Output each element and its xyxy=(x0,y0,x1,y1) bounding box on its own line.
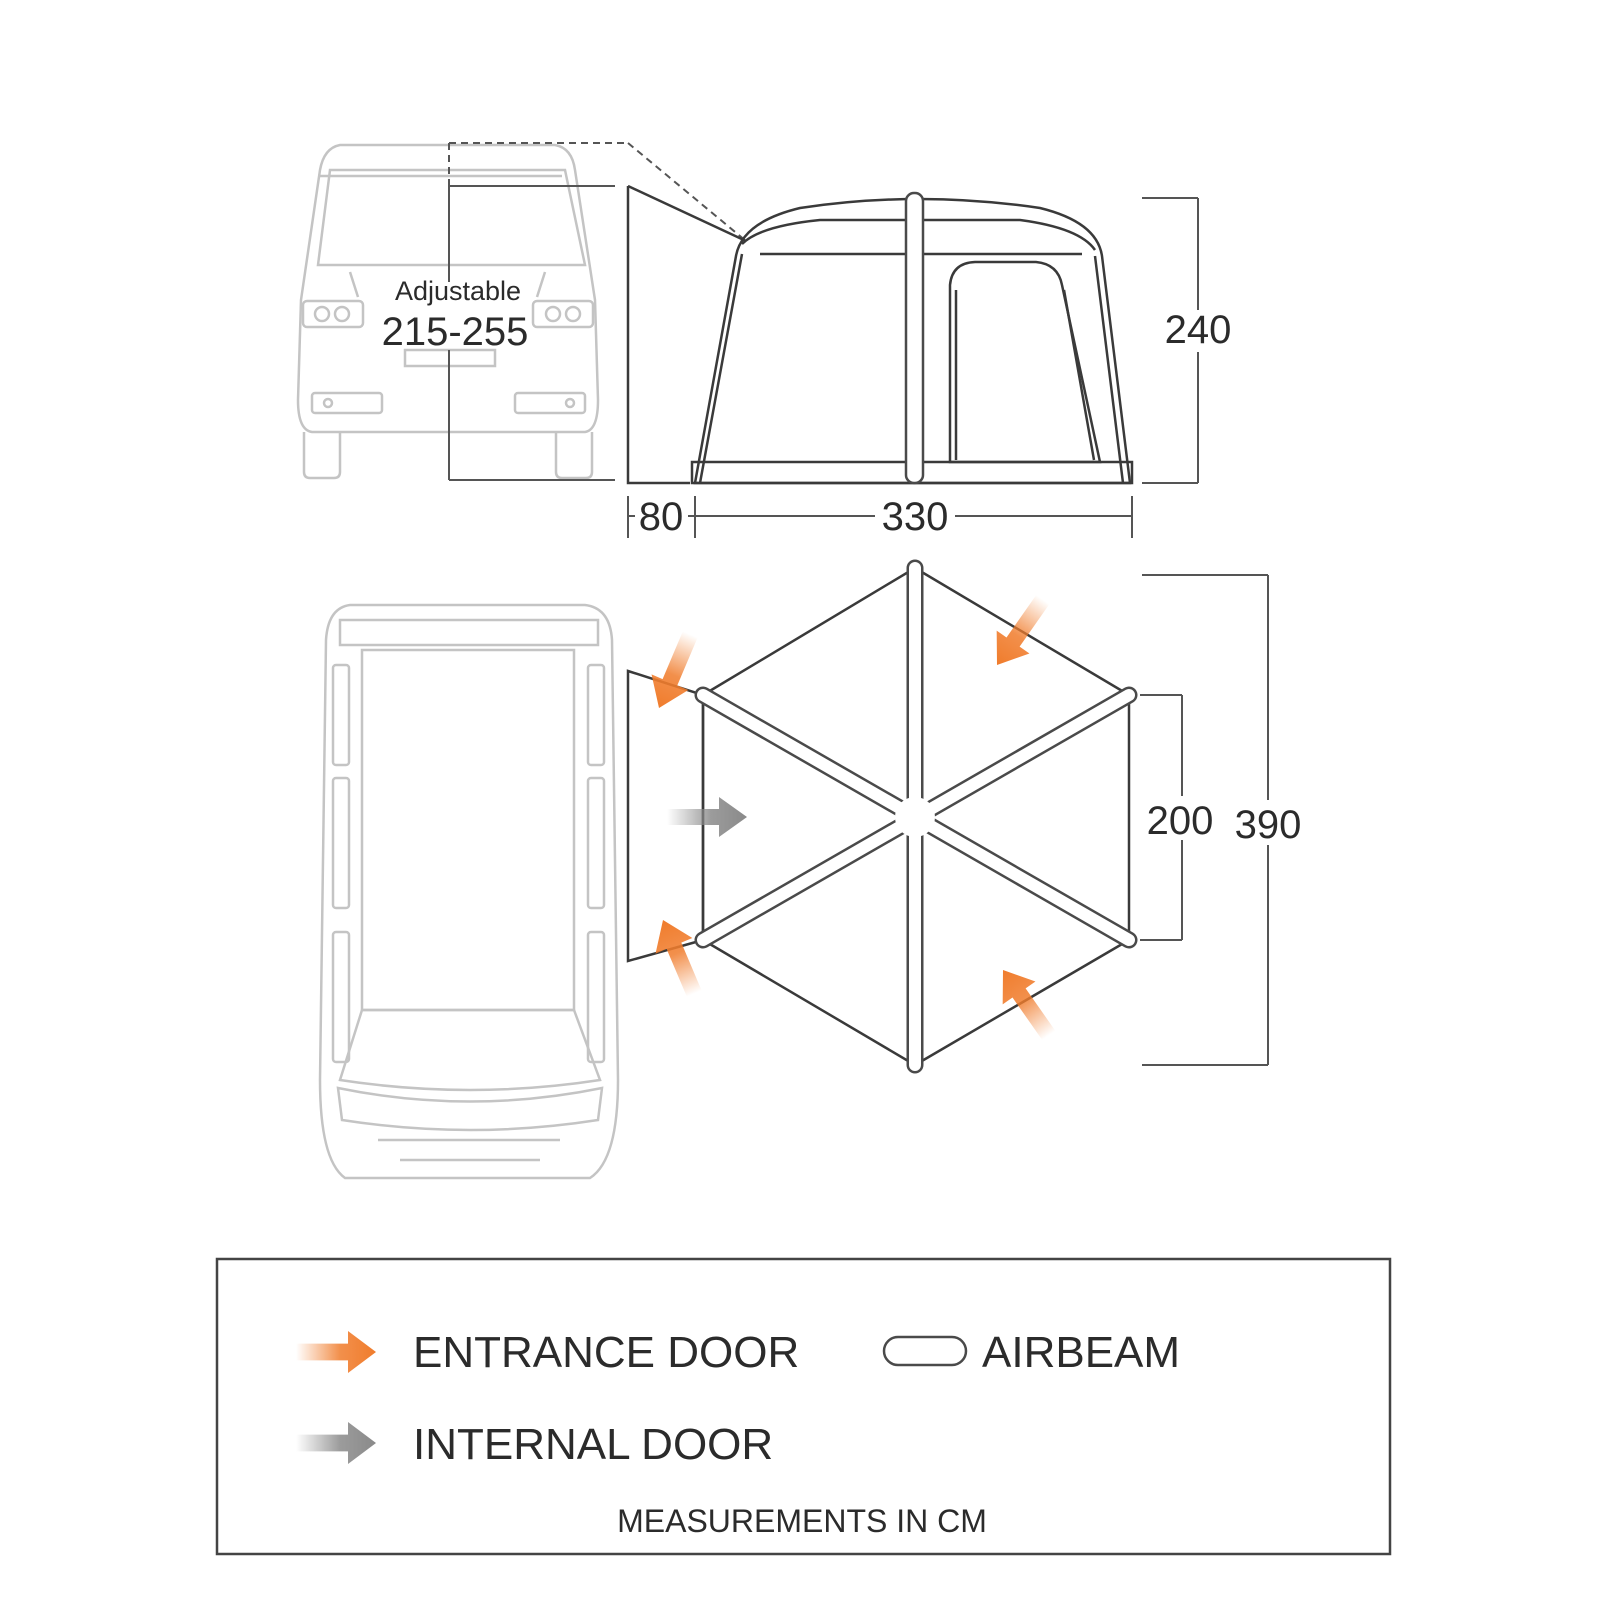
legend-airbeam-label: AIRBEAM xyxy=(982,1328,1180,1377)
adjustable-height-dimension xyxy=(448,142,747,481)
entrance-door-arrow-3 xyxy=(980,587,1060,677)
legend-airbeam-icon xyxy=(882,1335,968,1367)
connector-tunnel-side xyxy=(626,184,747,485)
internal-door-arrow xyxy=(667,797,747,837)
plan-view: 200 390 xyxy=(318,559,1302,1180)
legend-internal-arrow-icon xyxy=(296,1422,376,1464)
connector-length-value: 80 xyxy=(639,495,684,539)
inner-width-dimension xyxy=(1140,694,1183,941)
van-top-illustration xyxy=(318,603,620,1180)
airbeams-plan xyxy=(694,559,1138,1074)
entrance-door-arrow-4 xyxy=(986,958,1066,1048)
length-dimension xyxy=(627,496,1133,538)
length-value: 330 xyxy=(882,495,949,539)
inner-width-value: 200 xyxy=(1147,799,1214,843)
height-value: 240 xyxy=(1165,308,1232,352)
legend-internal-door-label: INTERNAL DOOR xyxy=(413,1420,773,1469)
measurement-units-note: MEASUREMENTS IN CM xyxy=(617,1503,987,1539)
legend-entrance-door-label: ENTRANCE DOOR xyxy=(413,1328,799,1377)
height-dimension xyxy=(1142,197,1199,484)
adjustable-range-value: 215-255 xyxy=(382,310,529,354)
side-view: Adjustable 215-255 240 xyxy=(296,142,1232,539)
outer-width-value: 390 xyxy=(1235,803,1302,847)
tent-side-illustration xyxy=(690,191,1134,485)
legend-border xyxy=(215,1257,1392,1556)
airbeam-side xyxy=(904,191,925,485)
legend-box: ENTRANCE DOOR AIRBEAM INTERNAL DOOR MEAS… xyxy=(215,1257,1392,1556)
entrance-door-arrow-1 xyxy=(640,626,709,716)
legend-entrance-arrow-icon xyxy=(296,1331,376,1373)
adjustable-label: Adjustable xyxy=(395,276,521,306)
outer-width-dimension xyxy=(1142,574,1269,1066)
